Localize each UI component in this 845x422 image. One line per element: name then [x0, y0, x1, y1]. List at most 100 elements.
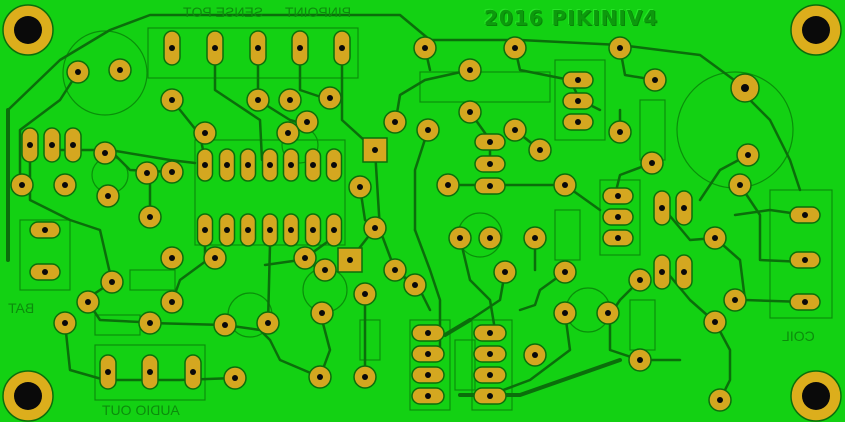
- pad-drill: [615, 235, 621, 241]
- pad-drill: [741, 84, 749, 92]
- pinpoint-label: PINPOINT: [285, 4, 352, 20]
- pad-drill: [169, 97, 175, 103]
- pad-drill: [652, 77, 658, 83]
- pad-drill: [49, 142, 55, 148]
- coil-label: COIL: [782, 328, 815, 344]
- trace-1: [18, 70, 80, 187]
- pad-drill: [105, 193, 111, 199]
- pad-drill: [102, 150, 108, 156]
- trace-37: [148, 321, 227, 327]
- pad-drill: [425, 372, 431, 378]
- pad-drill: [502, 269, 508, 275]
- pad-drill: [297, 45, 303, 51]
- trace-39: [266, 243, 272, 325]
- pad-drill: [212, 255, 218, 261]
- trace-4: [108, 148, 197, 165]
- pad-drill: [288, 162, 294, 168]
- pad-drill: [169, 299, 175, 305]
- pad-drill: [232, 375, 238, 381]
- trace-6: [213, 43, 264, 162]
- pad-drill: [681, 205, 687, 211]
- pad-drill: [222, 322, 228, 328]
- pad-drill: [637, 357, 643, 363]
- pad-drill: [537, 147, 543, 153]
- board-title: 2016 PIKINIV4: [484, 6, 659, 30]
- trace-38: [223, 323, 322, 379]
- bat-label: BAT: [8, 300, 35, 316]
- pad-drill: [467, 109, 473, 115]
- pad-drill: [62, 320, 68, 326]
- pad-drill: [649, 160, 655, 166]
- pad-drill: [317, 374, 323, 380]
- pads-layer: [2, 4, 842, 422]
- pad-drill: [267, 227, 273, 233]
- trace-27: [518, 270, 567, 312]
- pad-drill: [487, 235, 493, 241]
- sense-pot-label: SENSE POT: [183, 4, 264, 20]
- pad-drill: [109, 279, 115, 285]
- pad-drill: [224, 227, 230, 233]
- pad-drill: [357, 184, 363, 190]
- pad-drill: [532, 235, 538, 241]
- pad-drill: [304, 119, 310, 125]
- pad-drill: [255, 97, 261, 103]
- pad-drill: [487, 330, 493, 336]
- mounting-hole-drill: [14, 382, 42, 410]
- pad-drill: [287, 97, 293, 103]
- pad-drill: [288, 227, 294, 233]
- pad-drill: [322, 267, 328, 273]
- pad-drill: [70, 142, 76, 148]
- pad-drill: [331, 162, 337, 168]
- pad-drill: [425, 127, 431, 133]
- pad-drill: [512, 45, 518, 51]
- pad-drill: [169, 169, 175, 175]
- pad-drill: [362, 291, 368, 297]
- mounting-hole-drill: [14, 16, 42, 44]
- trace-26: [488, 311, 572, 397]
- pad-drill: [637, 277, 643, 283]
- pad-drill: [245, 162, 251, 168]
- pad-drill: [372, 147, 378, 153]
- pad-drill: [392, 119, 398, 125]
- pad-drill: [144, 170, 150, 176]
- pad-drill: [265, 320, 271, 326]
- pad-drill: [19, 182, 25, 188]
- pad-drill: [487, 372, 493, 378]
- pad-drill: [745, 152, 751, 158]
- pad-drill: [802, 299, 808, 305]
- pad-drill: [617, 129, 623, 135]
- trace-23: [713, 236, 807, 304]
- pad-drill: [615, 214, 621, 220]
- pad-drill: [62, 182, 68, 188]
- pad-drill: [575, 98, 581, 104]
- pad-drill: [202, 130, 208, 136]
- pad-drill: [532, 352, 538, 358]
- pad-drill: [347, 257, 353, 263]
- pad-drill: [412, 282, 418, 288]
- pad-drill: [457, 235, 463, 241]
- pad-drill: [202, 162, 208, 168]
- pad-drill: [487, 161, 493, 167]
- pad-drill: [732, 297, 738, 303]
- mounting-hole-drill: [802, 16, 830, 44]
- pad-drill: [245, 227, 251, 233]
- pad-drill: [339, 45, 345, 51]
- pad-drill: [327, 95, 333, 101]
- pad-drill: [27, 142, 33, 148]
- pad-drill: [575, 119, 581, 125]
- pad-drill: [425, 393, 431, 399]
- pad-drill: [425, 351, 431, 357]
- pad-drill: [487, 139, 493, 145]
- pad-drill: [285, 130, 291, 136]
- mounting-hole-drill: [802, 382, 830, 410]
- pad-drill: [425, 330, 431, 336]
- pad-drill: [319, 310, 325, 316]
- pad-drill: [562, 310, 568, 316]
- pad-drill: [487, 351, 493, 357]
- pad-drill: [802, 257, 808, 263]
- pad-drill: [310, 162, 316, 168]
- pad-drill: [267, 162, 273, 168]
- trace-10: [393, 68, 472, 127]
